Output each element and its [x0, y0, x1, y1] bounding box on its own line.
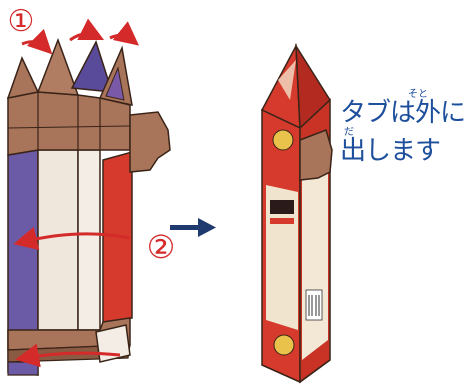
instruction-line-2-text: 出します [340, 136, 441, 166]
right-arrow [170, 218, 216, 237]
ruby-soto: そと [408, 89, 428, 100]
assembled-box [260, 43, 333, 384]
instruction-text: そと タブは外に だ 出します [340, 90, 476, 170]
instruction-line-1-text: タブは外に [340, 98, 466, 128]
step-2-label: ② [146, 228, 176, 266]
ruby-da: だ [344, 127, 354, 138]
fold-arrows [13, 18, 140, 368]
unfolded-box [6, 37, 171, 376]
step-1-label: ① [7, 4, 35, 39]
instruction-line-2: だ 出します [340, 128, 476, 170]
instruction-line-1: そと タブは外に [340, 90, 476, 132]
